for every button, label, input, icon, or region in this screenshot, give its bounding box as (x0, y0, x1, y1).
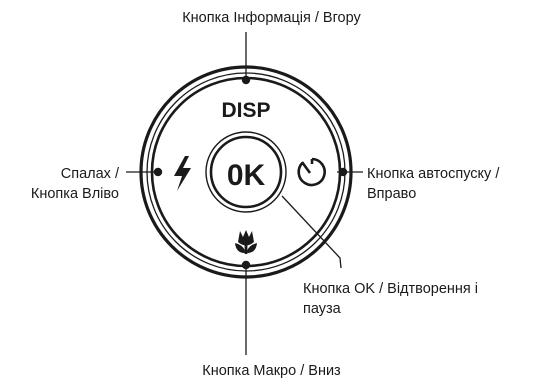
label-flash-left-line2: Кнопка Вліво (30, 186, 119, 202)
macro-flower-icon[interactable] (235, 230, 257, 254)
dot-top (241, 75, 251, 85)
label-ok-play-pause: Кнопка OK / Відтворення і пауза (303, 279, 478, 319)
dot-left (153, 167, 163, 177)
label-ok-line2: пауза (303, 301, 341, 317)
label-macro-down: Кнопка Макро / Вниз (0, 361, 543, 381)
label-flash-left-line1: Спалах / (60, 166, 119, 182)
leader-line-ok (281, 195, 342, 269)
label-timer-right-line2: Вправо (367, 186, 417, 202)
flash-icon[interactable] (174, 156, 191, 191)
dot-right (338, 167, 348, 177)
label-ok-line1: Кнопка OK / Відтворення і (303, 281, 479, 297)
label-info-up: Кнопка Інформація / Вгору (0, 8, 543, 28)
dot-bottom (241, 260, 251, 270)
label-info-up-text: Кнопка Інформація / Вгору (182, 10, 361, 26)
direction-dots (153, 75, 348, 270)
label-macro-down-text: Кнопка Макро / Вниз (202, 363, 341, 379)
ok-button-label: 0K (227, 159, 266, 192)
self-timer-icon[interactable] (297, 157, 326, 187)
label-timer-right: Кнопка автоспуску / Вправо (367, 164, 499, 204)
label-timer-right-line1: Кнопка автоспуску / (367, 166, 500, 182)
label-flash-left: Спалах / Кнопка Вліво (8, 164, 119, 204)
disp-button-label[interactable]: DISP (221, 99, 270, 122)
ok-button[interactable]: 0K (205, 131, 287, 213)
